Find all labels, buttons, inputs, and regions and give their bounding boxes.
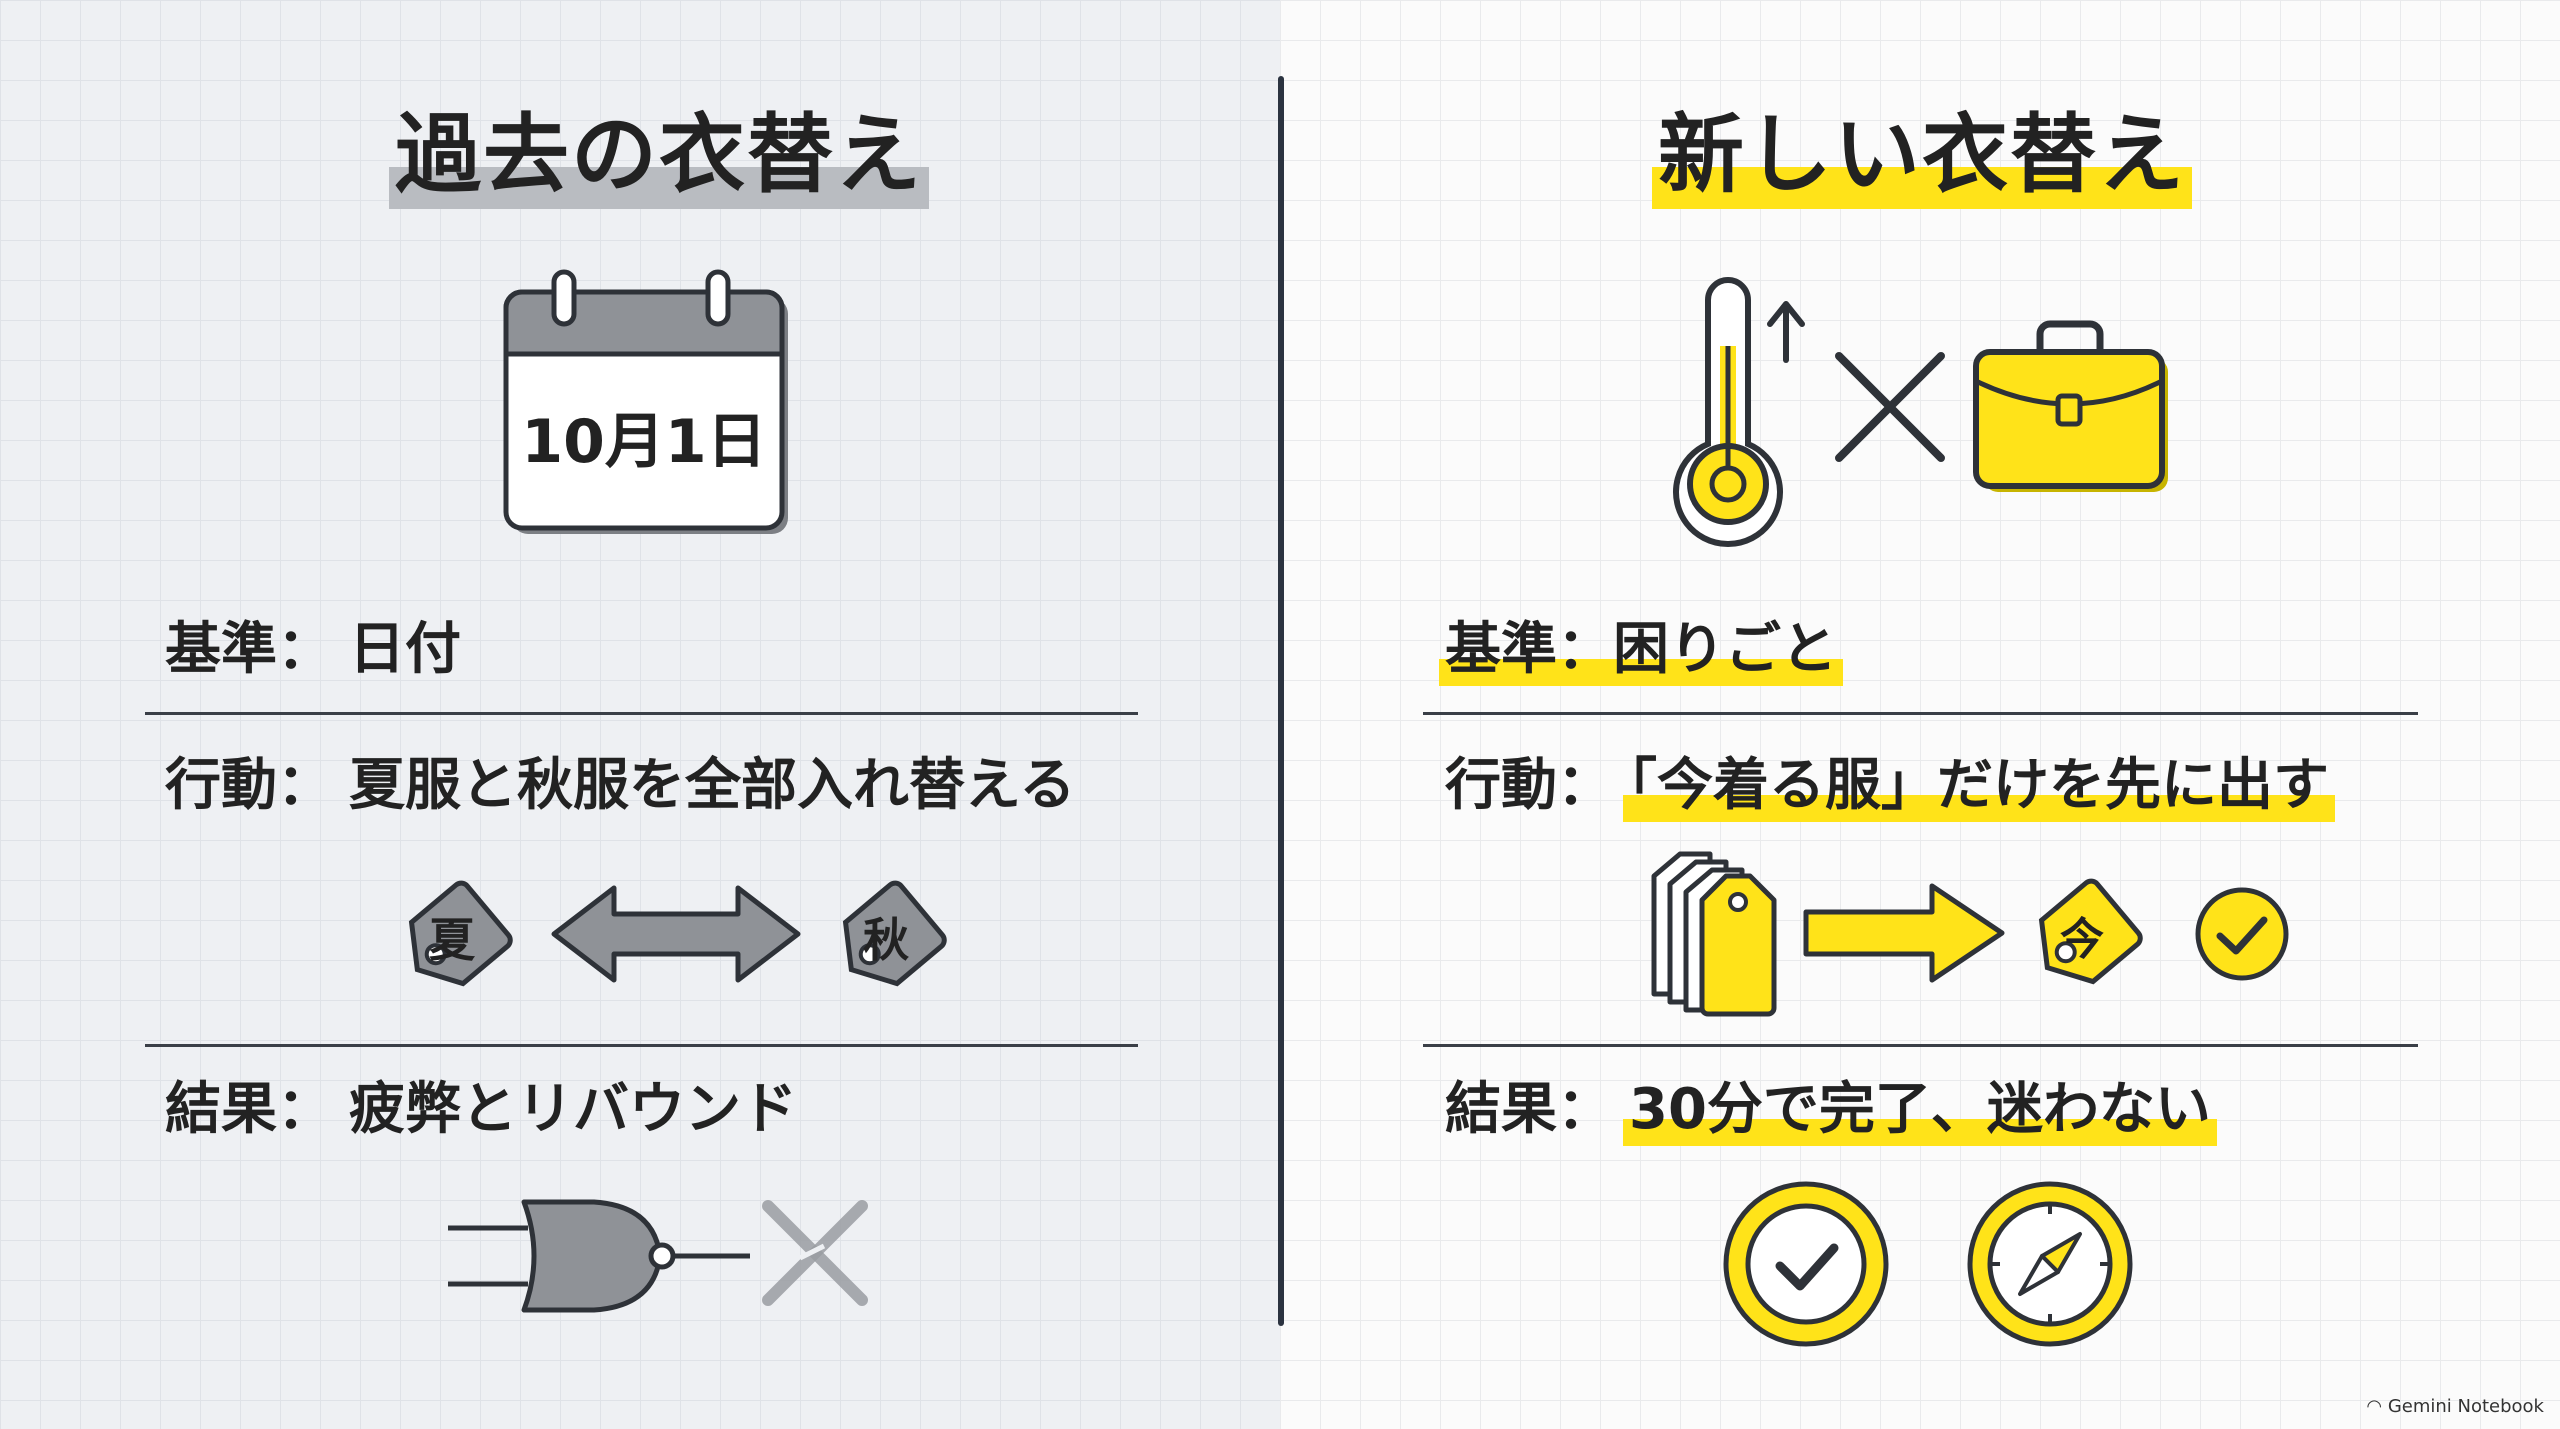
completion-timer-icon	[1723, 1181, 1889, 1347]
brand-footer: ◠ Gemini Notebook	[2366, 1396, 2544, 1417]
right-action: 行動：「今着る服」だけを先に出す	[1445, 753, 2329, 818]
right-title: 新しい衣替え	[1658, 105, 2186, 205]
left-panel-past: 過去の衣替え 10月1日 基準：日付 行動：夏服と秋服を全部入れ替える 夏 秋	[0, 0, 1280, 1429]
swap-arrow-icon	[551, 885, 801, 983]
cross-mark-icon	[762, 1200, 868, 1306]
left-criterion: 基準：日付	[165, 617, 461, 682]
left-action: 行動：夏服と秋服を全部入れ替える	[165, 753, 1076, 818]
right-result: 結果：30分で完了、迷わない	[1445, 1077, 2211, 1142]
summer-tag-icon: 夏	[408, 880, 513, 987]
center-divider	[1278, 76, 1284, 1326]
summer-tag-label: 夏	[429, 913, 476, 967]
briefcase-icon	[1973, 320, 2168, 492]
left-divider-2	[145, 1044, 1138, 1047]
calendar-date: 10月1日	[521, 407, 766, 477]
calendar-icon: 10月1日	[503, 269, 788, 534]
left-result: 結果：疲弊とリバウンド	[165, 1077, 797, 1142]
stacked-tags-icon	[1651, 851, 1777, 1017]
left-divider-1	[145, 712, 1138, 715]
right-divider-1	[1423, 712, 2418, 715]
right-divider-2	[1423, 1044, 2418, 1047]
check-circle-icon	[2195, 887, 2289, 981]
multiply-icon	[1835, 352, 1945, 462]
right-panel-new: 新しい衣替え 基準：困りごと 行動：「今着る服」だけを先に出す	[1280, 0, 2560, 1429]
autumn-tag-label: 秋	[863, 913, 909, 967]
logic-gate-icon	[448, 1199, 750, 1313]
autumn-tag-icon: 秋	[842, 880, 947, 987]
gemini-logo-icon: ◠	[2366, 1396, 2388, 1417]
now-tag-label: 今	[2060, 914, 2104, 965]
compass-icon	[1967, 1181, 2133, 1347]
left-title: 過去の衣替え	[395, 105, 923, 205]
thermometer-up-icon	[1673, 277, 1805, 547]
now-tag-icon: 今	[2038, 878, 2143, 985]
right-arrow-icon	[1803, 883, 2005, 983]
right-criterion: 基準：困りごと	[1445, 617, 1837, 682]
